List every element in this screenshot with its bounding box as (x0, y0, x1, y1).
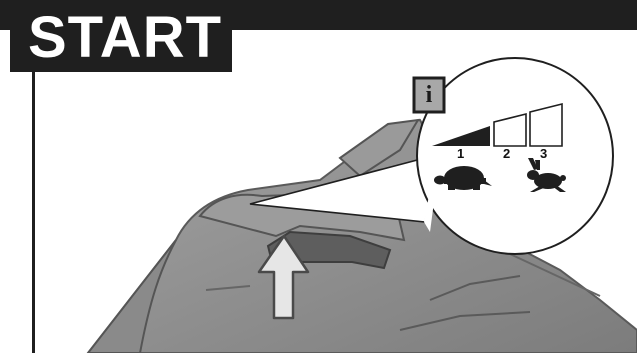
frame-left-line (32, 72, 35, 353)
speed-level-2-label: 2 (503, 146, 510, 161)
speed-level-3-label: 3 (540, 146, 547, 161)
callout-circle (417, 58, 613, 254)
speed-level-1-label: 1 (457, 146, 464, 161)
info-icon: i (418, 80, 440, 110)
page-title: START (28, 6, 222, 70)
speed-level-3-box (530, 104, 562, 146)
